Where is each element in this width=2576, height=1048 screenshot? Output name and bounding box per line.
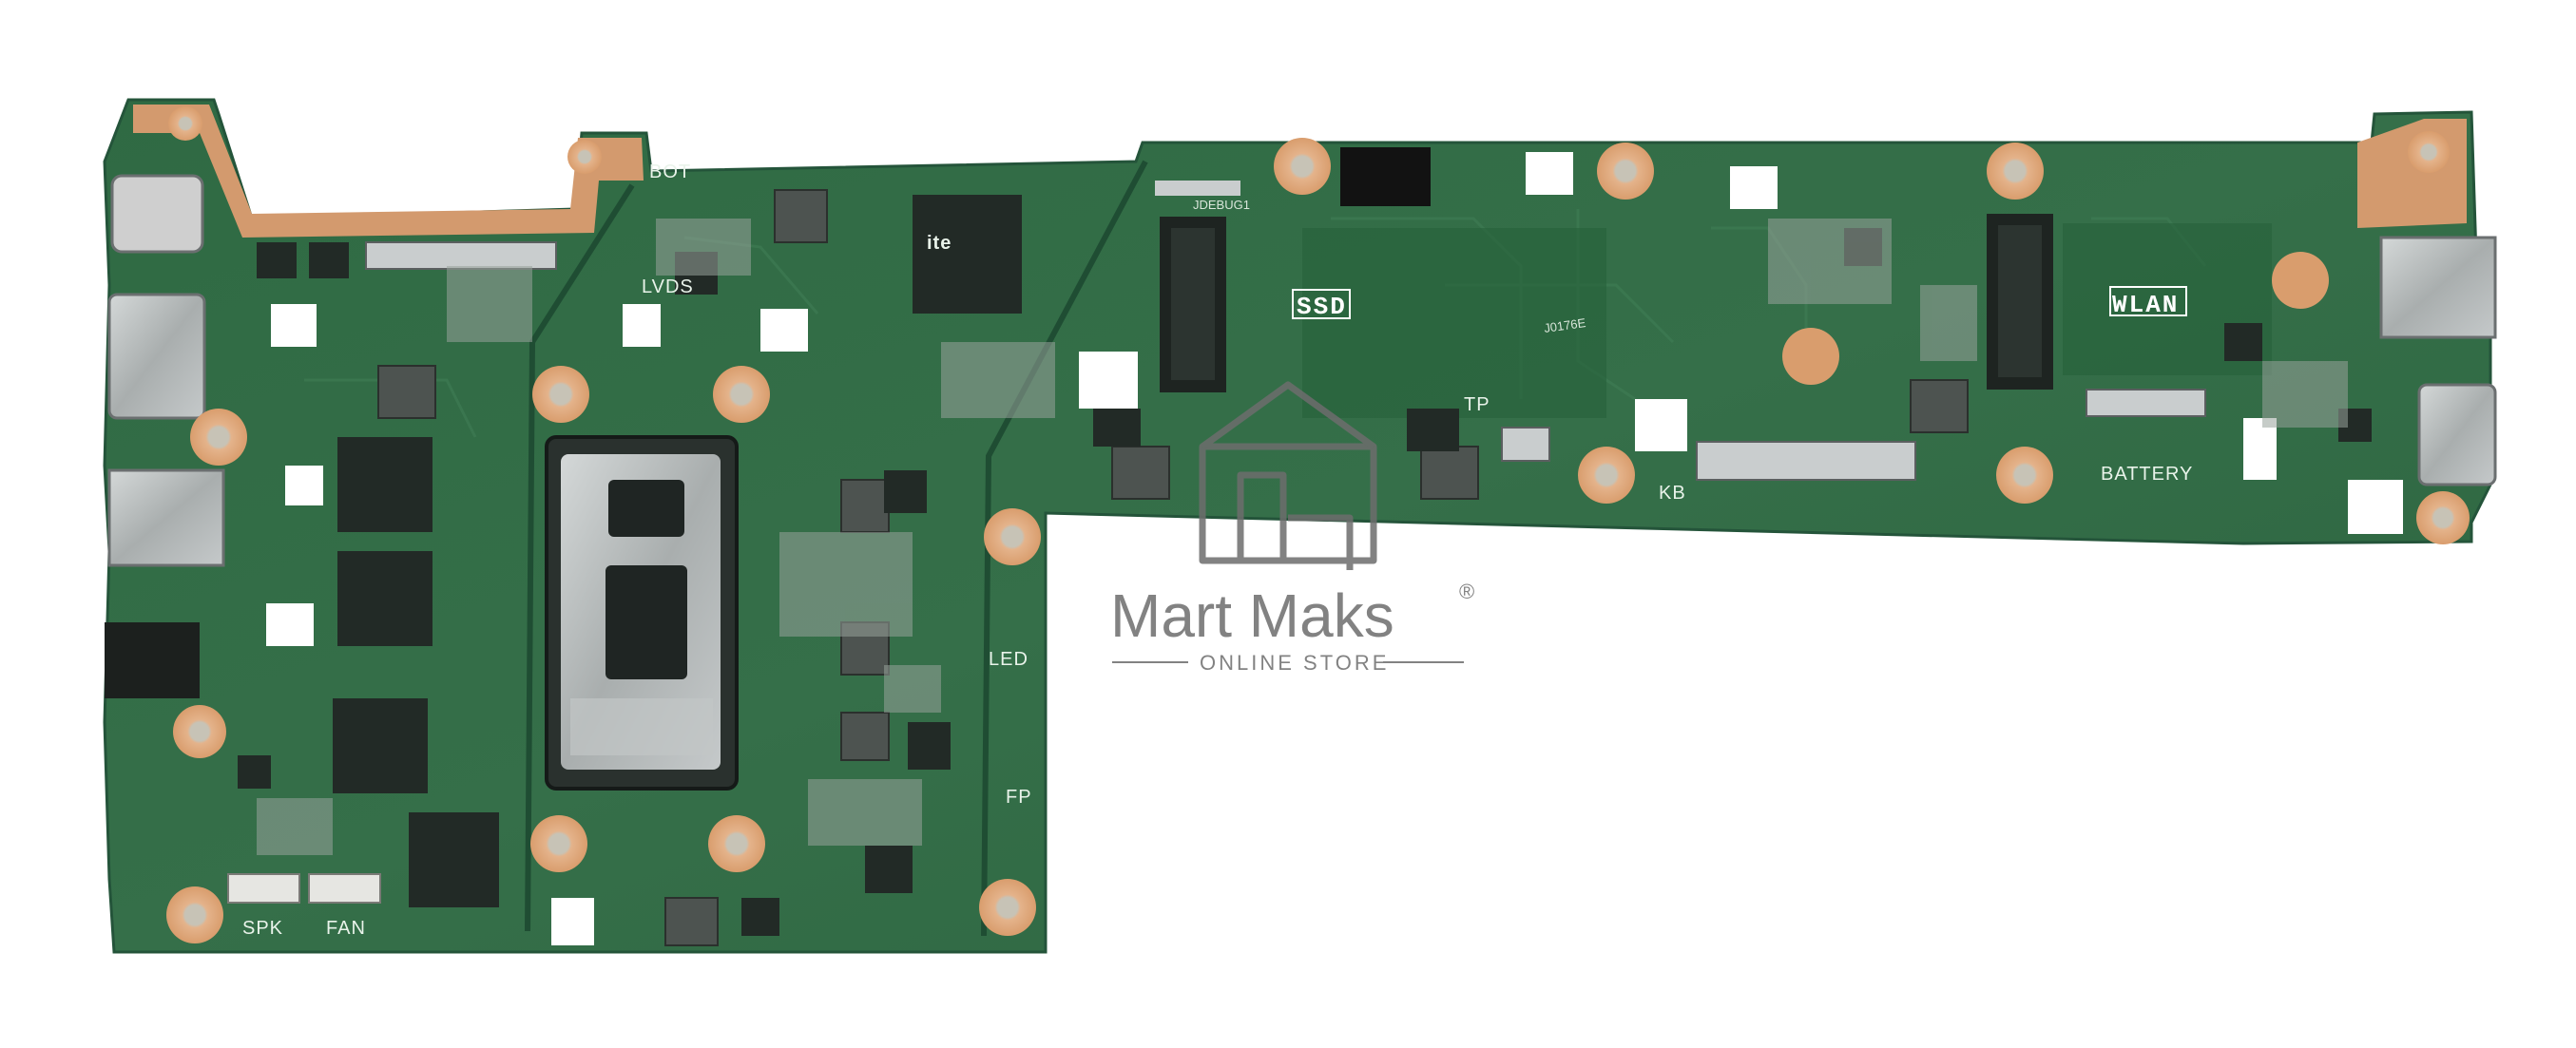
usb-c-port-right [2417,383,2497,486]
usb-a-port-left [107,468,225,567]
watermark-title: Mart Maks [1110,581,1394,650]
screw-holes [166,106,2470,943]
label-ssd: SSD [1297,293,1347,321]
dc-jack [110,174,204,254]
label-led: LED [989,649,1028,670]
label-lvds: LVDS [642,276,694,297]
lvds-connector [365,241,557,270]
watermark-subtitle: ONLINE STORE [1200,651,1389,675]
tp-connector [1501,427,1550,462]
usb-a-port-right [2379,236,2497,339]
label-tp: TP [1464,394,1490,415]
ram-chip-1 [337,437,433,532]
label-bot: BOT [649,162,691,182]
ram-chip-3 [333,698,428,793]
label-jdebug: JDEBUG1 [1193,198,1250,212]
label-spk: SPK [242,918,283,939]
watermark-registered: ® [1459,580,1477,603]
white-labels [266,152,2403,945]
board-divider-right [981,160,1148,937]
small-chips [238,228,2372,936]
ssd-mount-area [1302,228,1606,418]
black-tape [1340,147,1431,206]
audio-jack [105,622,200,698]
label-wlan: WLAN [2112,291,2179,319]
kb-connector [1696,441,1916,481]
ram-chip-4 [409,812,499,907]
smd-clusters [257,219,2348,855]
ec-chip-brand: ite [927,233,952,254]
ec-chip [913,195,1022,314]
fan-connector [308,873,381,904]
ssd-socket [1160,217,1226,392]
label-fp: FP [1006,787,1032,808]
cpu-package [545,435,739,791]
label-fan: FAN [326,918,366,939]
inductors [377,189,1969,946]
ram-chip-2 [337,551,433,646]
spk-connector [227,873,300,904]
label-ssd-code: J0176E [1543,315,1586,335]
label-kb: KB [1659,483,1686,504]
usb-c-port-left [107,293,206,420]
watermark: Mart Maks ® ONLINE STORE [1110,381,1477,675]
label-battery: BATTERY [2101,464,2193,485]
jdebug-connector [1155,181,1240,196]
wlan-socket [1987,214,2053,390]
battery-connector [2086,389,2206,417]
watermark-logo-icon [1199,381,1377,570]
